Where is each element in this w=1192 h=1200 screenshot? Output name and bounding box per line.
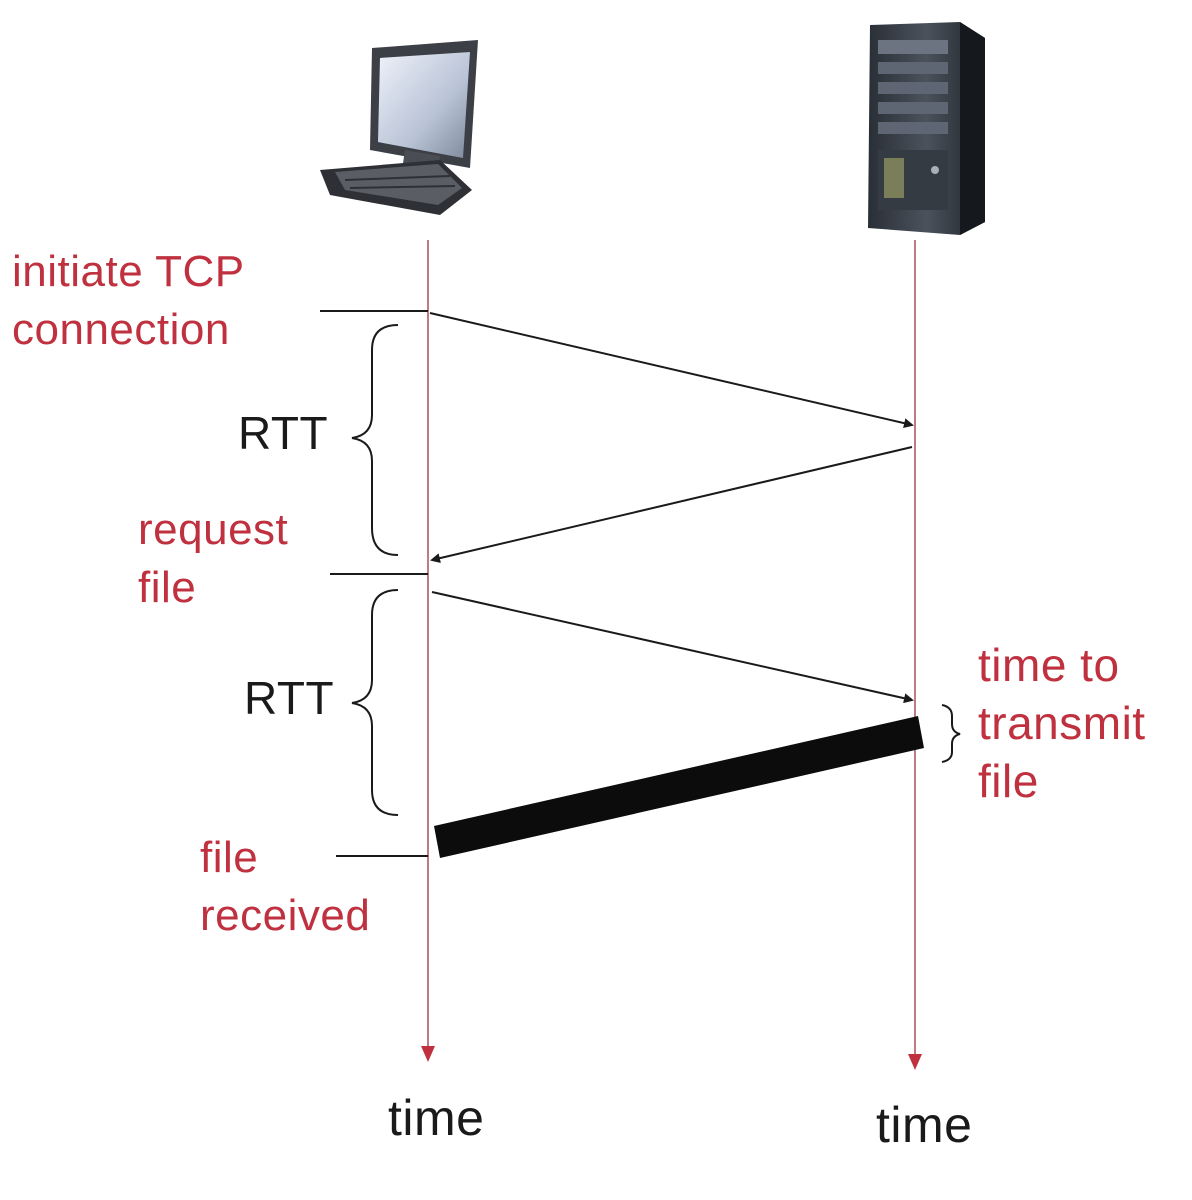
initiate-label-line2: connection [12,305,230,354]
server-time-label: time [876,1097,973,1153]
received-label-line2: received [200,891,371,940]
rtt-brace-first [351,324,399,556]
transmit-label-line1: time to [978,639,1120,691]
client-time-arrowhead [421,1046,435,1062]
transmit-label-line3: file [978,755,1039,807]
transmit-brace [941,704,961,763]
synack-message-arrow [430,446,913,564]
client-time-label: time [388,1090,485,1146]
request-label-line1: request [138,505,289,554]
server-tower-icon [868,22,985,235]
server-timeline [908,240,922,1070]
desktop-computer-icon [320,40,478,215]
rtt-label-first: RTT [238,407,329,459]
client-timeline [421,240,435,1062]
request-label-line2: file [138,563,197,612]
rtt-label-second: RTT [244,672,335,724]
transmit-label-line2: transmit [978,697,1146,749]
server-time-arrowhead [908,1054,922,1070]
rtt-brace-second [351,589,399,816]
request-message-arrow [431,591,914,704]
received-label-line1: file [200,833,259,882]
syn-message-arrow [429,312,914,429]
initiate-label-line1: initiate TCP [12,247,245,296]
file-transfer-bar [434,716,924,858]
